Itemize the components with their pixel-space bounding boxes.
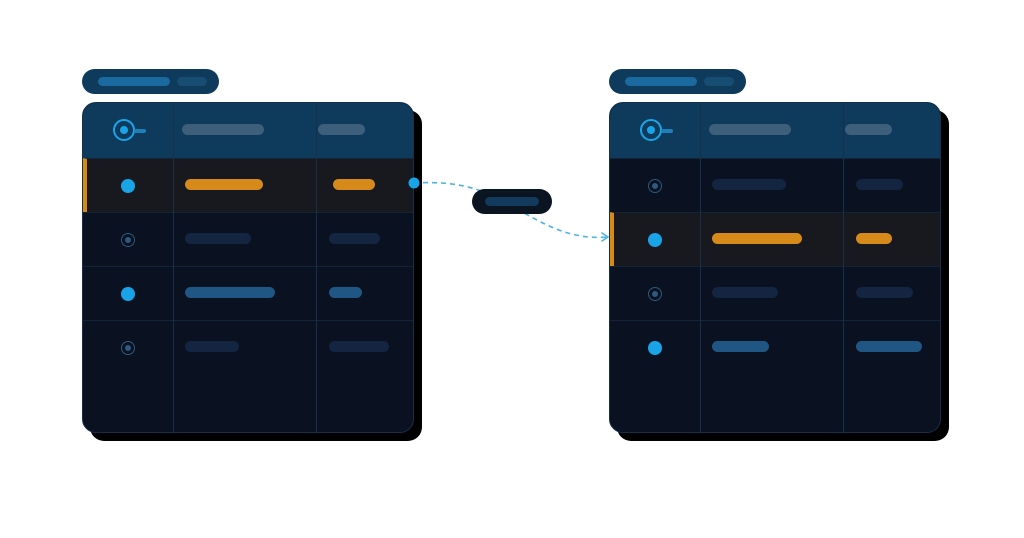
cell-placeholder — [856, 179, 903, 190]
filled-dot-icon — [121, 179, 135, 193]
table-row — [83, 266, 413, 320]
header-column-placeholder — [845, 124, 892, 135]
radio-ring-icon — [121, 233, 135, 247]
cell-placeholder — [333, 179, 375, 190]
left-tag-title-placeholder — [98, 77, 170, 86]
right-tag-subtitle-placeholder — [704, 77, 734, 86]
radio-ring-icon — [121, 341, 135, 355]
left-table-tag — [82, 69, 219, 94]
column-divider — [700, 103, 701, 432]
filled-dot-icon — [121, 287, 135, 301]
cell-placeholder — [712, 179, 786, 190]
table-row — [610, 266, 940, 320]
left-table-header — [83, 103, 413, 158]
key-stem-icon — [134, 129, 146, 133]
cell-placeholder — [185, 341, 239, 352]
table-row — [83, 320, 413, 374]
column-divider — [843, 103, 844, 432]
column-divider — [316, 103, 317, 432]
cell-placeholder — [856, 341, 922, 352]
table-row — [610, 320, 940, 374]
connector-start-dot — [408, 177, 420, 189]
cell-placeholder — [712, 287, 778, 298]
cell-placeholder — [856, 287, 913, 298]
left-table — [82, 102, 414, 433]
cell-placeholder — [712, 233, 802, 244]
cell-placeholder — [185, 179, 263, 190]
cell-placeholder — [329, 287, 362, 298]
table-row — [610, 158, 940, 212]
table-row — [83, 158, 413, 212]
cell-placeholder — [712, 341, 769, 352]
left-tag-subtitle-placeholder — [177, 77, 207, 86]
right-table-tag — [609, 69, 746, 94]
right-tag-title-placeholder — [625, 77, 697, 86]
link-label-placeholder — [485, 197, 539, 206]
cell-placeholder — [856, 233, 892, 244]
table-row — [83, 212, 413, 266]
cell-placeholder — [185, 287, 275, 298]
link-label-pill — [472, 189, 552, 214]
header-column-placeholder — [318, 124, 365, 135]
table-row — [610, 212, 940, 266]
radio-ring-icon — [648, 287, 662, 301]
cell-placeholder — [329, 233, 380, 244]
filled-dot-icon — [648, 341, 662, 355]
cell-placeholder — [185, 233, 251, 244]
filled-dot-icon — [648, 233, 662, 247]
header-column-placeholder — [182, 124, 264, 135]
header-column-placeholder — [709, 124, 791, 135]
column-divider — [173, 103, 174, 432]
right-table-header — [610, 103, 940, 158]
cell-placeholder — [329, 341, 389, 352]
chevron-right-icon — [601, 232, 610, 242]
key-stem-icon — [661, 129, 673, 133]
radio-ring-icon — [648, 179, 662, 193]
right-table — [609, 102, 941, 433]
